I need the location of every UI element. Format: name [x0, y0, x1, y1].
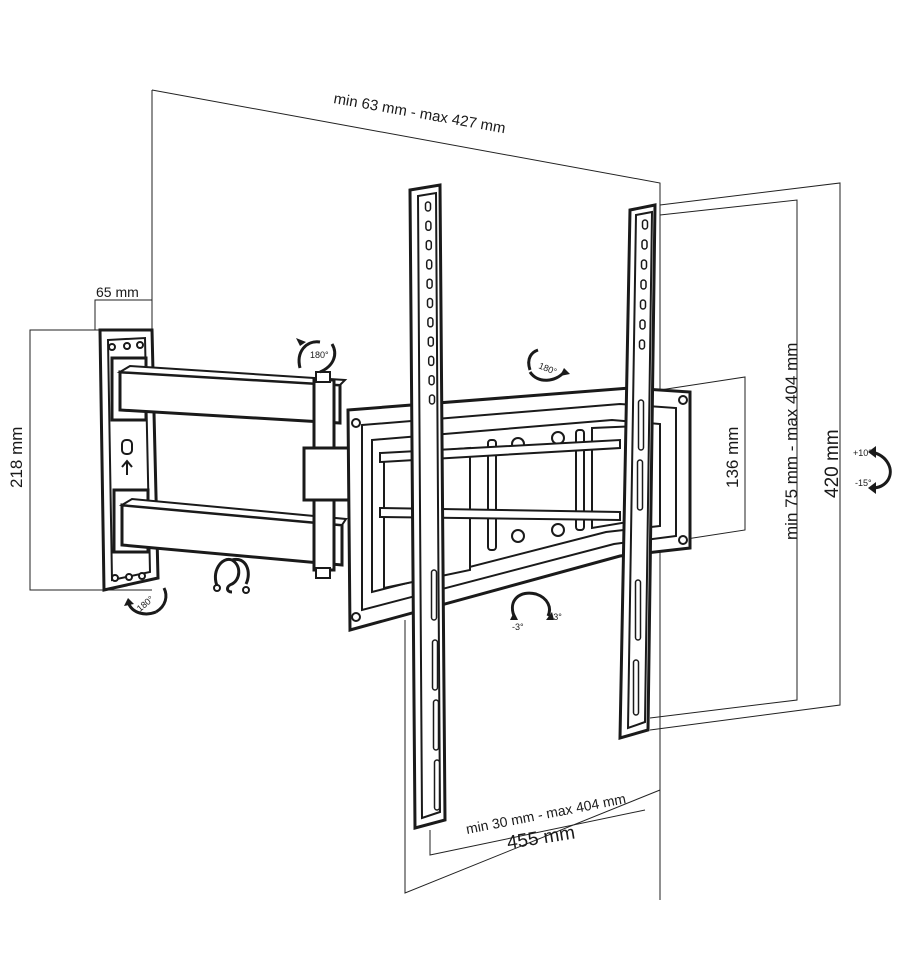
- plate-swivel-label: 180°: [537, 361, 558, 377]
- rail-hole: [640, 279, 647, 290]
- dimension-lines: [29, 89, 841, 900]
- top-width-label: min 63 mm - max 427 mm: [332, 90, 507, 137]
- tilt-down-label: -15°: [855, 478, 872, 488]
- level-plus-label: +3°: [548, 612, 562, 622]
- overall-height-label: 420 mm: [822, 429, 843, 498]
- rail-hole: [425, 259, 433, 270]
- rail-hole: [641, 239, 648, 250]
- rail-hole: [639, 319, 646, 330]
- rail-slot: [432, 699, 440, 751]
- rail-hole: [425, 220, 432, 232]
- rail-hole: [428, 394, 436, 405]
- rail-hole: [638, 339, 646, 350]
- rail-hole: [427, 317, 434, 328]
- tilt-up-label: +10°: [853, 448, 872, 458]
- hook-accessory: [213, 557, 250, 594]
- rail-hole: [640, 259, 648, 270]
- rail-slot: [632, 659, 640, 716]
- rail-hole: [424, 201, 432, 212]
- wall-swivel-label: 180°: [135, 594, 156, 614]
- rail-height-label: 136 mm: [723, 427, 742, 488]
- swing-arms: [116, 364, 372, 579]
- rail-slot: [636, 459, 644, 511]
- left-vertical-rail: [408, 183, 447, 830]
- rail-hole: [425, 239, 433, 251]
- arm-swivel-label: 180°: [310, 350, 329, 360]
- rail-hole: [426, 278, 433, 289]
- wall-plate-depth-label: 65 mm: [96, 284, 139, 300]
- right-vertical-rail: [618, 203, 657, 740]
- rail-slot: [430, 569, 438, 621]
- level-minus-label: -3°: [512, 622, 524, 632]
- rail-hole: [426, 297, 434, 309]
- rail-slot: [433, 759, 441, 811]
- wall-plate-height-label: 218 mm: [7, 427, 26, 488]
- rail-slot: [634, 579, 642, 641]
- rail-hole: [427, 355, 435, 367]
- vertical-range-label: min 75 mm - max 404 mm: [782, 343, 801, 540]
- rail-slot: [431, 639, 439, 691]
- rail-hole: [427, 336, 435, 347]
- rail-hole: [428, 374, 435, 386]
- rail-hole: [639, 299, 647, 310]
- rail-hole: [641, 219, 649, 230]
- rail-slot: [637, 399, 645, 451]
- rotation-arrows: [124, 338, 892, 620]
